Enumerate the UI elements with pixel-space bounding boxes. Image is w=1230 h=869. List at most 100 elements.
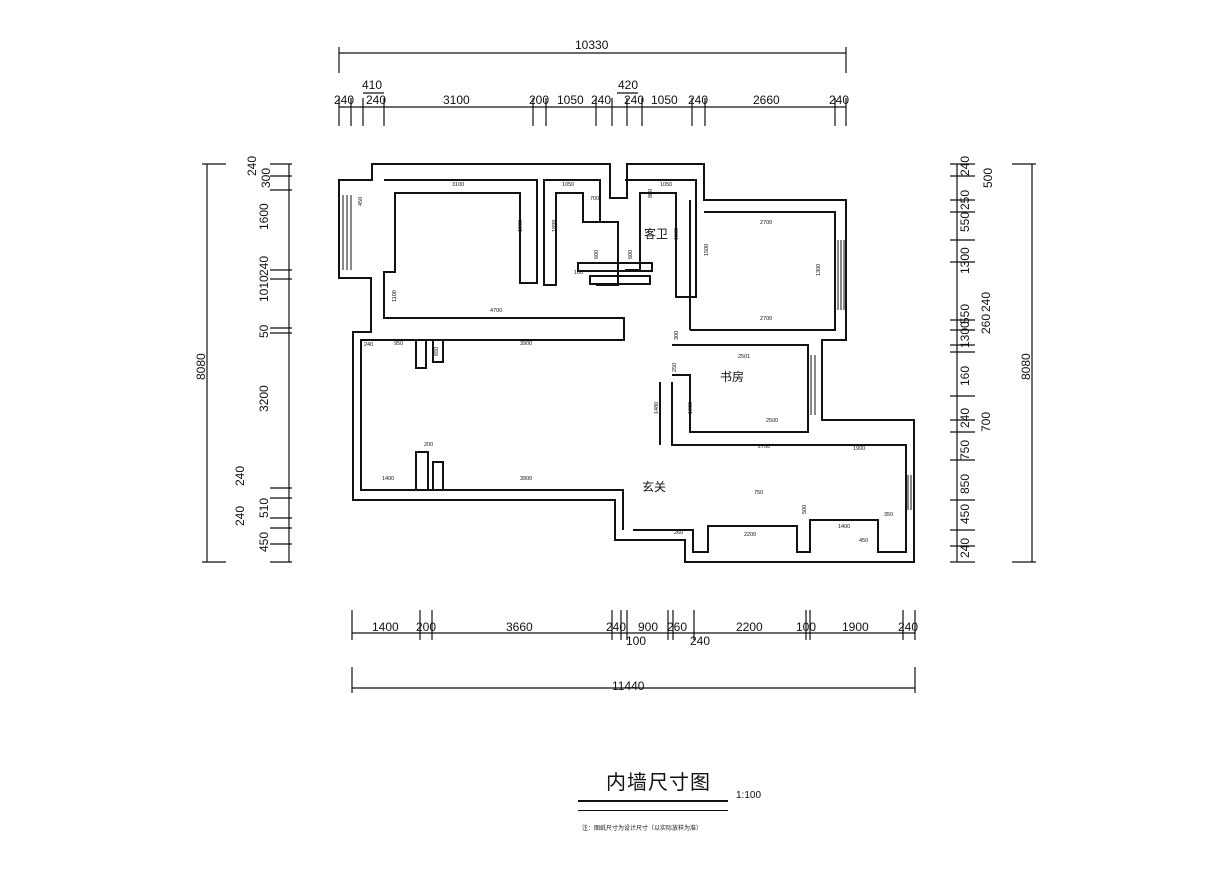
dim-interior: 2500 xyxy=(766,418,778,424)
dim-interior: 250 xyxy=(672,363,678,372)
dim-interior: 1990 xyxy=(518,220,524,232)
dim-interior: 4700 xyxy=(490,308,502,314)
chain-dimensions: 240 240 3100 200 1050 240 240 1050 240 2660 240 140… xyxy=(233,93,995,634)
dim-right-chain: 700 xyxy=(979,412,993,432)
dim-top-chain: 240 xyxy=(366,93,386,107)
dim-left-chain: 240 xyxy=(257,256,271,276)
dim-right-chain: 260 xyxy=(979,314,993,334)
dim-bottom-lower-240: 240 xyxy=(690,634,710,648)
dim-top-chain: 240 xyxy=(591,93,611,107)
drawing-title: 内墙尺寸图 xyxy=(606,770,711,794)
dim-interior: 200 xyxy=(424,442,433,448)
dim-left-chain: 240 xyxy=(233,466,247,486)
dim-bottom-chain: 240 xyxy=(898,620,918,634)
dim-interior: 1900 xyxy=(853,446,865,452)
dim-top-chain: 1050 xyxy=(651,93,678,107)
dim-right-chain: 240 xyxy=(958,408,972,428)
title-underline xyxy=(578,800,728,811)
dim-top-chain: 240 xyxy=(688,93,708,107)
dim-left-overall: 8080 xyxy=(194,353,208,380)
dim-interior: 1400 xyxy=(838,524,850,530)
dim-interior: 1400 xyxy=(382,476,394,482)
dim-interior: 1100 xyxy=(392,290,398,302)
room-labels: 客卫 书房 玄关 xyxy=(642,226,744,494)
dim-interior: 300 xyxy=(674,331,680,340)
dim-right-chain: 250 xyxy=(958,190,972,210)
dim-bottom-chain: 1400 xyxy=(372,620,399,634)
dim-right-chain: 450 xyxy=(958,504,972,524)
dim-right-chain: 750 xyxy=(958,440,972,460)
dim-bottom-chain: 3660 xyxy=(506,620,533,634)
dim-interior: 650 xyxy=(434,347,440,356)
dim-interior: 1899 xyxy=(552,220,558,232)
room-label-study: 书房 xyxy=(720,369,744,384)
dim-interior: 2700 xyxy=(760,220,772,226)
dim-interior: 950 xyxy=(394,341,403,347)
dim-right-chain: 1300 xyxy=(958,321,972,348)
dim-interior: 1500 xyxy=(704,244,710,256)
dim-left-chain: 50 xyxy=(257,324,271,338)
dim-interior: 260 xyxy=(674,530,683,536)
overall-dimensions: 10330 410 420 11440 8080 8080 100 240 xyxy=(194,38,1033,693)
dim-interior: 3900 xyxy=(520,341,532,347)
dim-bottom-chain: 1900 xyxy=(842,620,869,634)
dim-interior: 100 xyxy=(574,270,583,276)
dim-top-chain: 240 xyxy=(829,93,849,107)
dim-interior: 2200 xyxy=(744,532,756,538)
dim-left-chain: 1600 xyxy=(257,203,271,230)
dim-interior: 3100 xyxy=(452,182,464,188)
dim-interior: 2501 xyxy=(738,354,750,360)
dim-interior: 1480 xyxy=(654,402,660,414)
dim-interior: 1050 xyxy=(660,182,672,188)
dim-interior: 240 xyxy=(364,342,373,348)
dim-left-chain: 510 xyxy=(257,498,271,518)
dim-bottom-overall: 11440 xyxy=(612,679,645,693)
dim-bottom-lower-100: 100 xyxy=(626,634,646,648)
room-label-entrance: 玄关 xyxy=(642,479,666,494)
dim-interior: 450 xyxy=(859,538,868,544)
dim-interior: 500 xyxy=(802,505,808,514)
dim-bottom-chain: 100 xyxy=(796,620,816,634)
dim-left-chain: 450 xyxy=(257,532,271,552)
dim-left-chain: 1010 xyxy=(257,275,271,302)
dim-bottom-chain: 900 xyxy=(638,620,658,634)
dim-right-chain: 550 xyxy=(958,212,972,232)
dim-interior: 2700 xyxy=(760,316,772,322)
dim-interior: 3900 xyxy=(520,476,532,482)
dim-top-410: 410 xyxy=(362,78,382,92)
dim-top-chain: 200 xyxy=(529,93,549,107)
dim-top-420: 420 xyxy=(618,78,638,92)
dim-left-chain: 240 xyxy=(233,506,247,526)
dim-left-chain: 3200 xyxy=(257,385,271,412)
dim-top-chain: 240 xyxy=(334,93,354,107)
dim-right-chain: 1300 xyxy=(958,247,972,274)
dim-right-chain: 850 xyxy=(958,474,972,494)
dim-right-chain: 160 xyxy=(958,366,972,386)
walls xyxy=(338,163,915,563)
dim-bottom-chain: 2200 xyxy=(736,620,763,634)
dimension-lines xyxy=(202,47,1036,693)
dim-interior: 800 xyxy=(648,189,654,198)
dim-interior: 1800 xyxy=(674,228,680,240)
dim-top-chain: 240 xyxy=(624,93,644,107)
dim-interior: 2700 xyxy=(758,444,770,450)
dim-right-chain: 240 xyxy=(979,292,993,312)
dim-right-chain: 500 xyxy=(981,168,995,188)
room-label-guest-bath: 客卫 xyxy=(644,226,668,241)
dim-interior: 1000 xyxy=(688,402,694,414)
dim-right-chain: 240 xyxy=(958,538,972,558)
dim-bottom-chain: 260 xyxy=(667,620,687,634)
dim-interior: 350 xyxy=(884,512,893,518)
dim-top-chain: 2660 xyxy=(753,93,780,107)
dim-bottom-chain: 200 xyxy=(416,620,436,634)
dim-interior: 600 xyxy=(628,250,634,259)
dim-top-overall: 10330 xyxy=(575,38,609,52)
dim-right-chain: 240 xyxy=(958,156,972,176)
dim-interior: 450 xyxy=(358,197,364,206)
dim-interior: 750 xyxy=(754,490,763,496)
dim-interior: 700 xyxy=(590,196,599,202)
title-block: 内墙尺寸图 1:100 注：图纸尺寸为设计尺寸（以实际放样为准） xyxy=(560,760,761,840)
dim-interior: 600 xyxy=(594,250,600,259)
